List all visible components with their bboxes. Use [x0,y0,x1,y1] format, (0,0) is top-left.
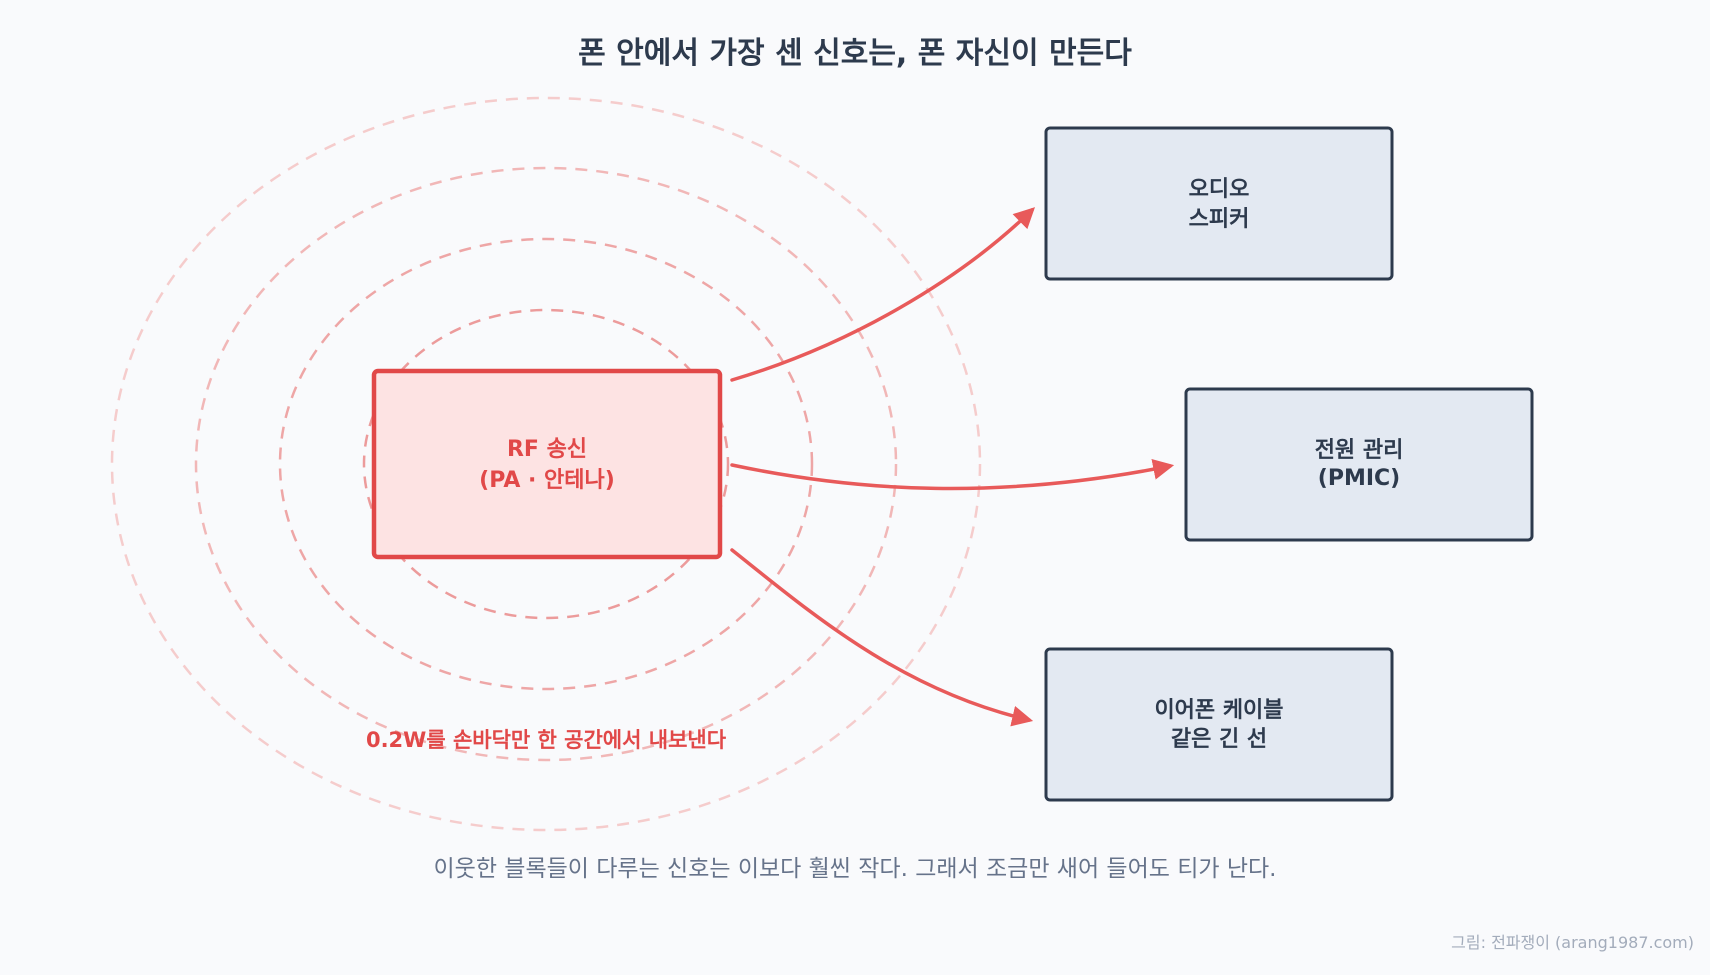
earphone-cable-box [1044,647,1394,802]
rf-transmitter-label-line1: RF 송신 [507,437,587,462]
earphone-cable-block: 이어폰 케이블 같은 긴 선 [1044,647,1394,802]
radiation-ring-outer [110,96,982,832]
rf-transmitter-block: RF 송신 (PA · 안테나) [371,368,723,560]
earphone-cable-label-line1: 이어폰 케이블 [1154,698,1283,723]
arrow-to-pmic [730,458,1175,491]
power-note: 0.2W를 손바닥만 한 공간에서 내보낸다 [366,728,727,752]
radiation-ring-3 [194,166,898,762]
diagram-title: 폰 안에서 가장 센 신호는, 폰 자신이 만든다 [578,36,1132,71]
pmic-box [1184,387,1534,542]
pmic-label-line2: (PMIC) [1318,466,1400,491]
audio-speaker-label-line1: 오디오 [1189,177,1250,202]
pmic-label-line1: 전원 관리 [1315,438,1404,463]
pmic-block: 전원 관리 (PMIC) [1184,387,1534,542]
radiation-ring-inner [362,308,730,620]
radiation-rings [110,96,982,832]
audio-speaker-block: 오디오 스피커 [1044,126,1394,281]
credit: 그림: 전파쟁이 (arang1987.com) [1451,933,1694,952]
rf-transmitter-label-line2: (PA · 안테나) [479,468,615,493]
interference-arrows [730,207,1175,727]
arrow-to-earphone-cable [730,548,1034,727]
radiation-ring-2 [278,237,814,691]
earphone-cable-label-line2: 같은 긴 선 [1171,727,1267,752]
audio-speaker-label-line2: 스피커 [1189,207,1250,232]
rf-transmitter-box [371,368,723,560]
caption: 이웃한 블록들이 다루는 신호는 이보다 훨씬 작다. 그래서 조금만 새어 들… [434,856,1277,882]
audio-speaker-box [1044,126,1394,281]
arrow-to-audio-speaker [730,207,1036,382]
